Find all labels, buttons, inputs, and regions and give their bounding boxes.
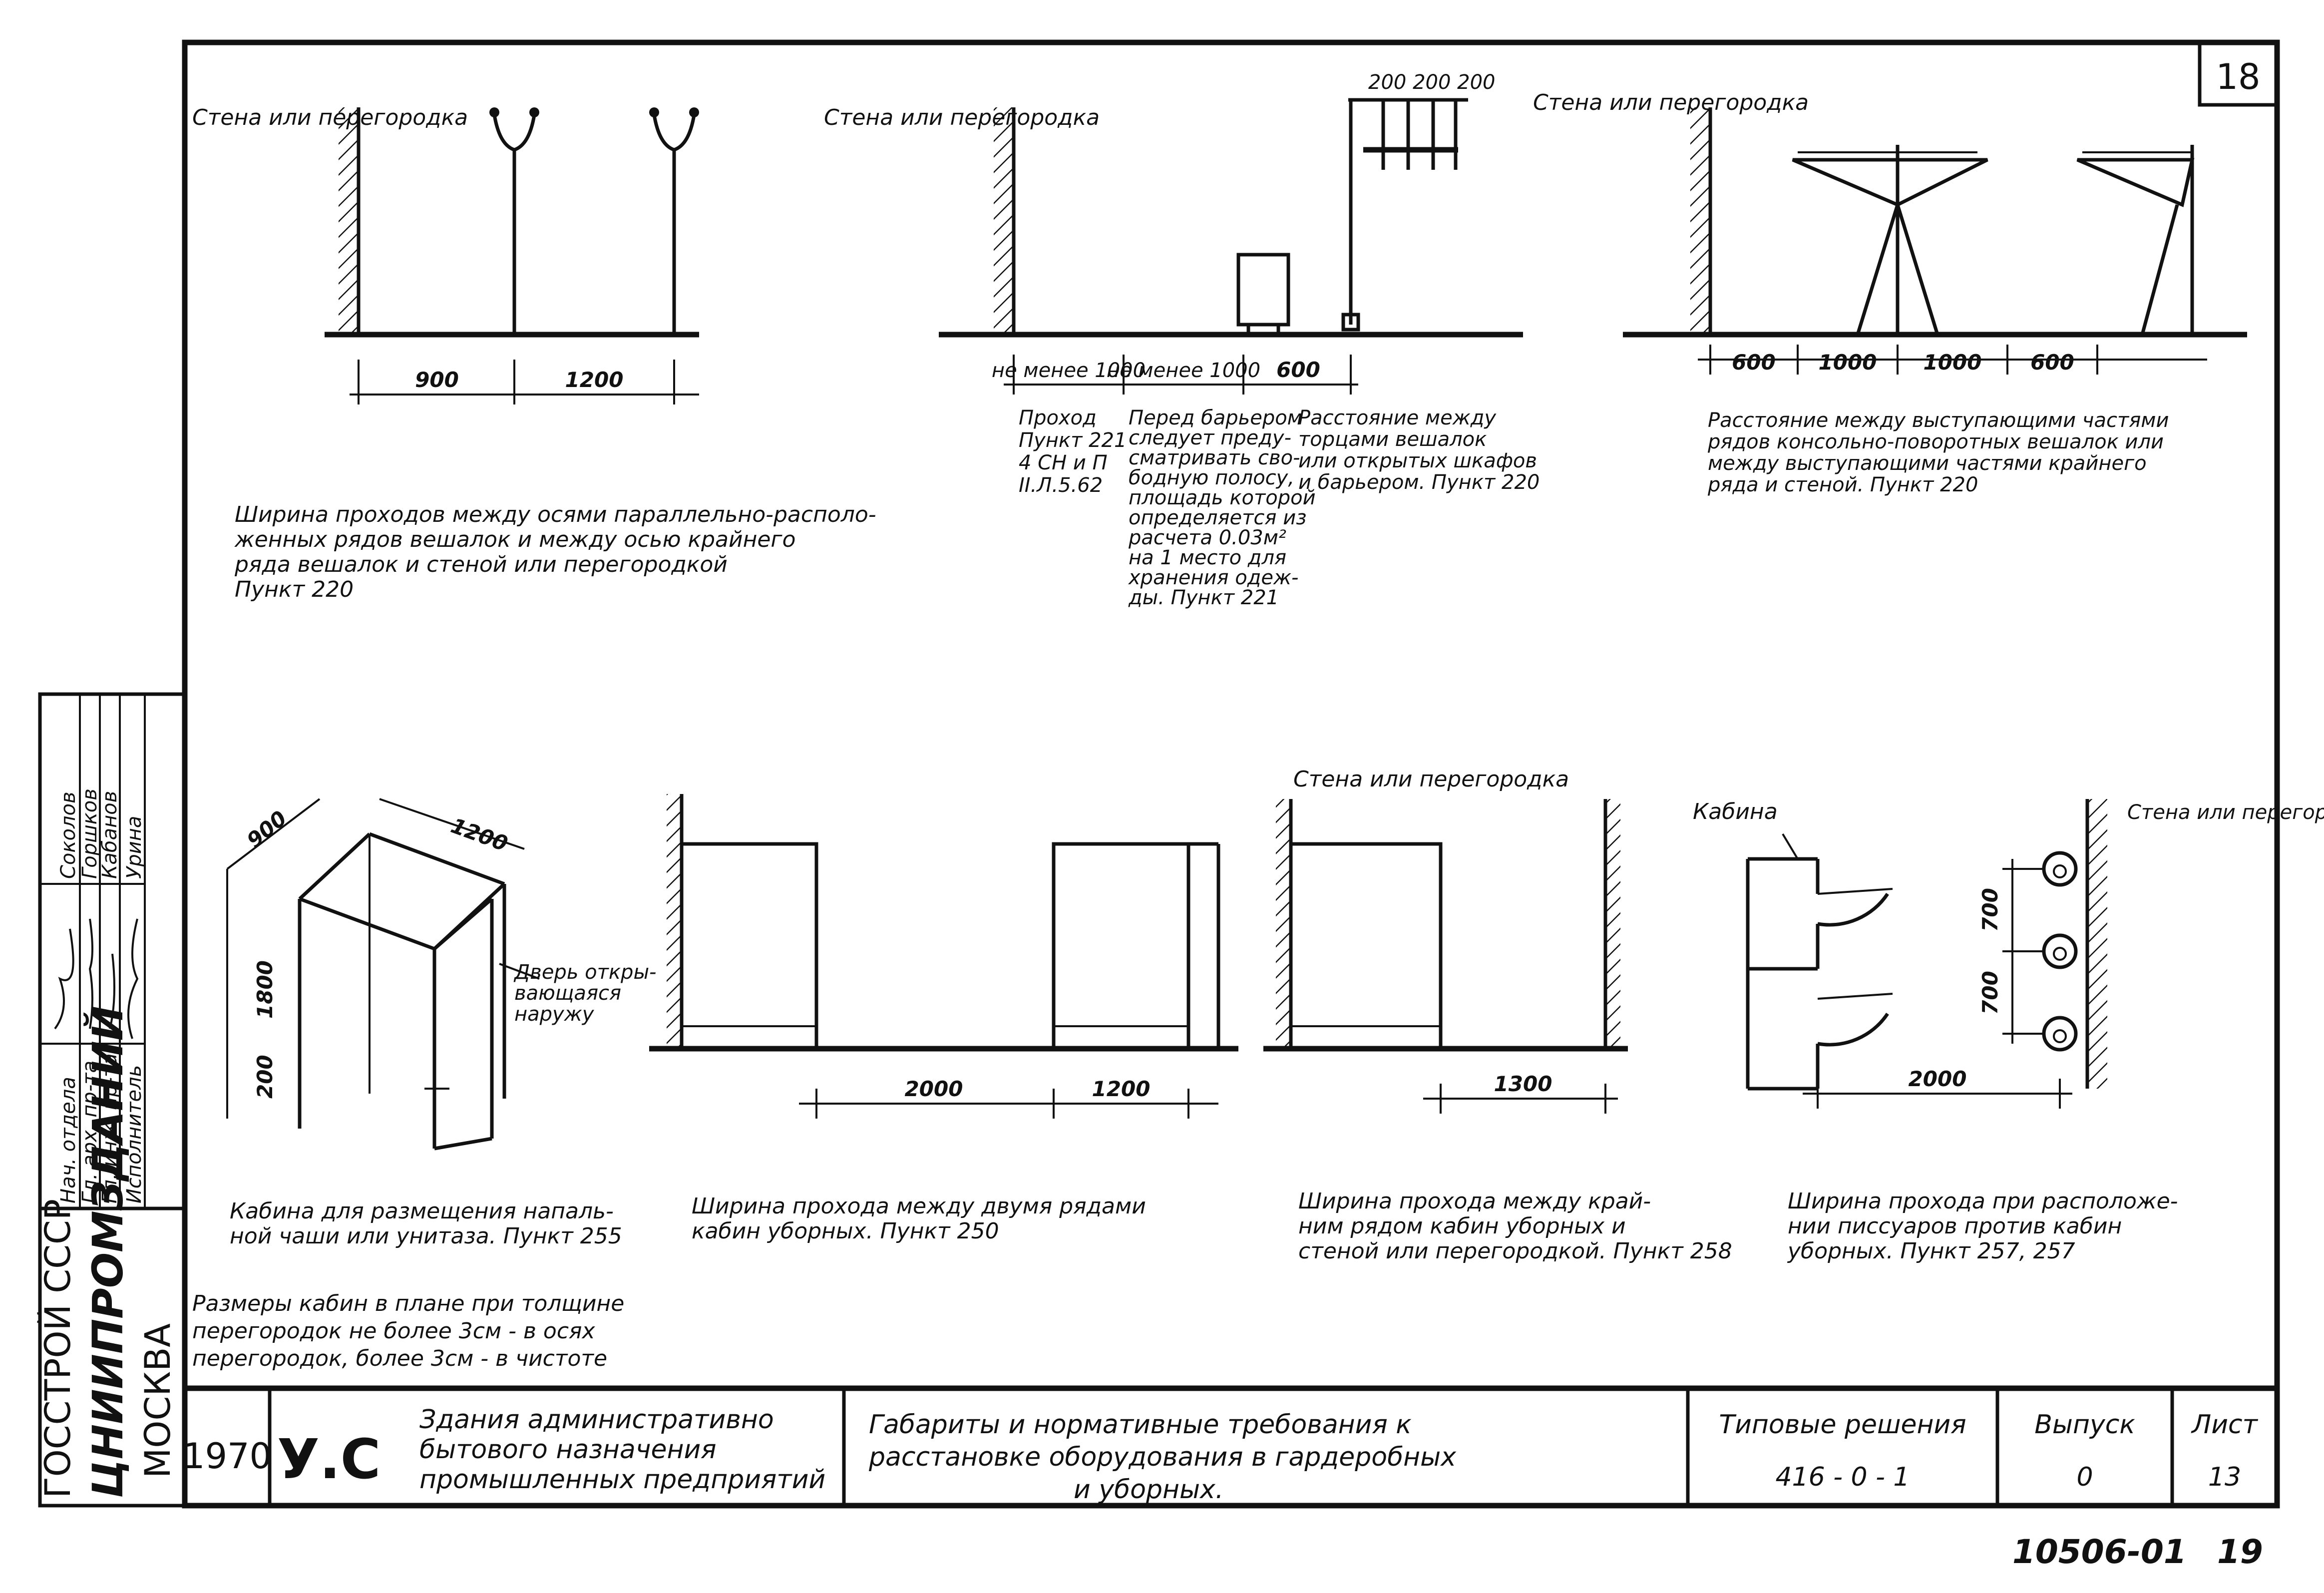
stamp-role-3: Гл. инж. пр-та bbox=[98, 1053, 121, 1203]
left-stamp: Нач. отдела Гл. арх. пр-та Гл. инж. пр-т… bbox=[37, 692, 187, 1508]
sheet-frame bbox=[182, 39, 2280, 1509]
stamp-name-2: Горшков bbox=[78, 789, 101, 879]
stamp-typical-value: 416 - 0 - 1 bbox=[1775, 1462, 1910, 1492]
fig4-dim-h: 1800 bbox=[253, 960, 277, 1019]
fig1-wall-text: Стена или перегородка bbox=[192, 105, 468, 130]
fig7-wall-label: Стена или перегородка bbox=[2127, 801, 2324, 824]
stamp-sheet-label: Лист bbox=[2191, 1410, 2258, 1440]
fig2-note-c: Расстояние между торцами вешалок или отк… bbox=[1298, 406, 1544, 494]
fig4-dim-gap: 200 bbox=[253, 1055, 277, 1099]
fig3-caption: Расстояние между выступающими частями ря… bbox=[1707, 409, 2175, 496]
figure-2-cloakroom-barrier: Стена или перегородка 200 200 200 не мен… bbox=[824, 71, 1544, 609]
fig5-caption: Ширина прохода между двумя рядами кабин … bbox=[692, 1194, 1153, 1244]
fig3-dim-2: 1000 bbox=[1819, 350, 1877, 375]
figure-1-coat-racks: Стена или перегородка 900 1200 Ширина пр… bbox=[192, 105, 883, 602]
stamp-issue-value: 0 bbox=[2076, 1462, 2093, 1492]
fig4-note: Размеры кабин в плане при толщине перего… bbox=[192, 1291, 631, 1371]
stamp-name-3: Кабанов bbox=[98, 791, 121, 879]
fig7-booth-label: Кабина bbox=[1693, 799, 1778, 824]
fig7-caption: Ширина прохода при расположе- нии писсуа… bbox=[1787, 1189, 2185, 1264]
fig3-wall-label: Стена или перегородка bbox=[1533, 90, 1809, 115]
figure-3-swivel-racks: Стена или перегородка 600 1000 1000 600 … bbox=[1533, 90, 2247, 496]
fig6-dim: 1300 bbox=[1494, 1072, 1552, 1096]
fig5-dim-b: 1200 bbox=[1092, 1077, 1151, 1101]
fig4-door-note: Дверь откры- вающаяся наружу bbox=[513, 961, 663, 1026]
stamp-name-4: Урина bbox=[123, 816, 146, 879]
fig5-dim-a: 2000 bbox=[905, 1077, 963, 1101]
fig7-dim-h: 2000 bbox=[1909, 1067, 1967, 1091]
stamp-name-1: Соколов bbox=[57, 792, 80, 879]
fig2-note-a: Проход Пункт 221 4 СН и П II.Л.5.62 bbox=[1019, 406, 1133, 497]
figure-7-urinals: Кабина Стена или перегородка 700 700 20 bbox=[1693, 799, 2324, 1264]
fig1-wall-hatch bbox=[339, 107, 359, 335]
fig2-dim-a: не менее 1000 bbox=[992, 359, 1146, 382]
fig7-dim-v1: 700 bbox=[1978, 888, 2002, 932]
fig3-dim-1: 600 bbox=[1732, 350, 1776, 375]
fig1-wall-label: Стена или перегородка bbox=[192, 105, 468, 130]
fig3-dim-3: 1000 bbox=[1924, 350, 1982, 375]
stamp-issue-label: Выпуск bbox=[2034, 1410, 2135, 1440]
stamp-title: Габариты и нормативные требования к расс… bbox=[868, 1410, 1465, 1505]
stamp-org-1: ГОССТРОЙ СССР bbox=[37, 1199, 78, 1498]
stamp-role-1: Нач. отдела bbox=[57, 1077, 80, 1203]
stamp-series-mark: У.С bbox=[277, 1427, 381, 1491]
stamp-series-title: Здания административно бытового назначен… bbox=[419, 1405, 825, 1495]
fig1-caption: Ширина проходов между осями параллельно-… bbox=[234, 502, 883, 602]
fig1-dim-b: 1200 bbox=[565, 368, 624, 392]
stamp-org-3: МОСКВА bbox=[137, 1323, 178, 1478]
stamp-year: 1970 bbox=[183, 1436, 272, 1477]
title-block: 1970 У.С Здания административно бытового… bbox=[183, 1388, 2259, 1506]
figure-4-cabin-isometric: 900 1200 1800 200 Дверь откры- вающаяся … bbox=[192, 798, 663, 1371]
fig6-caption: Ширина прохода между край- ним рядом каб… bbox=[1298, 1189, 1732, 1264]
fig4-dim-w: 900 bbox=[242, 806, 292, 853]
fig2-wall-hatch bbox=[994, 107, 1014, 335]
fig2-top-dims: 200 200 200 bbox=[1368, 71, 1495, 94]
sheet-top-number: 18 bbox=[2216, 56, 2260, 97]
fig6-wall-label: Стена или перегородка bbox=[1293, 767, 1569, 792]
figure-5-two-rows: 2000 1200 Ширина прохода между двумя ряд… bbox=[649, 794, 1238, 1244]
fig2-wall-label: Стена или перегородка bbox=[824, 105, 1100, 130]
fig1-dim-a: 900 bbox=[415, 368, 459, 392]
fig2-dim-c: 600 bbox=[1276, 358, 1320, 382]
bottom-code: 10506-01 bbox=[2012, 1533, 2187, 1571]
fig7-dim-v2: 700 bbox=[1978, 971, 2002, 1015]
bottom-page: 19 bbox=[2217, 1533, 2263, 1571]
stamp-typical-label: Типовые решения bbox=[1719, 1410, 1966, 1440]
sheet-number-box bbox=[2198, 40, 2279, 107]
fig2-note-b: Перед барьером следует преду- сматривать… bbox=[1128, 406, 1322, 609]
fig4-caption: Кабина для размещения напаль- ной чаши и… bbox=[230, 1198, 622, 1249]
stamp-role-2: Гл. арх. пр-та bbox=[78, 1061, 101, 1203]
fig3-wall-hatch bbox=[1690, 107, 1710, 335]
fig3-dim-4: 600 bbox=[2030, 350, 2074, 375]
stamp-org-2: ЦНИИПРОМЗДАНИЙ bbox=[83, 1006, 132, 1498]
stamp-role-4: Исполнитель bbox=[123, 1065, 146, 1203]
fig2-dim-b: не менее 1000 bbox=[1107, 359, 1260, 382]
fig4-dim-d: 1200 bbox=[448, 813, 511, 856]
figure-6-row-and-wall: Стена или перегородка 1300 Ширина проход… bbox=[1263, 767, 1732, 1264]
stamp-sheet-value: 13 bbox=[2208, 1462, 2241, 1492]
